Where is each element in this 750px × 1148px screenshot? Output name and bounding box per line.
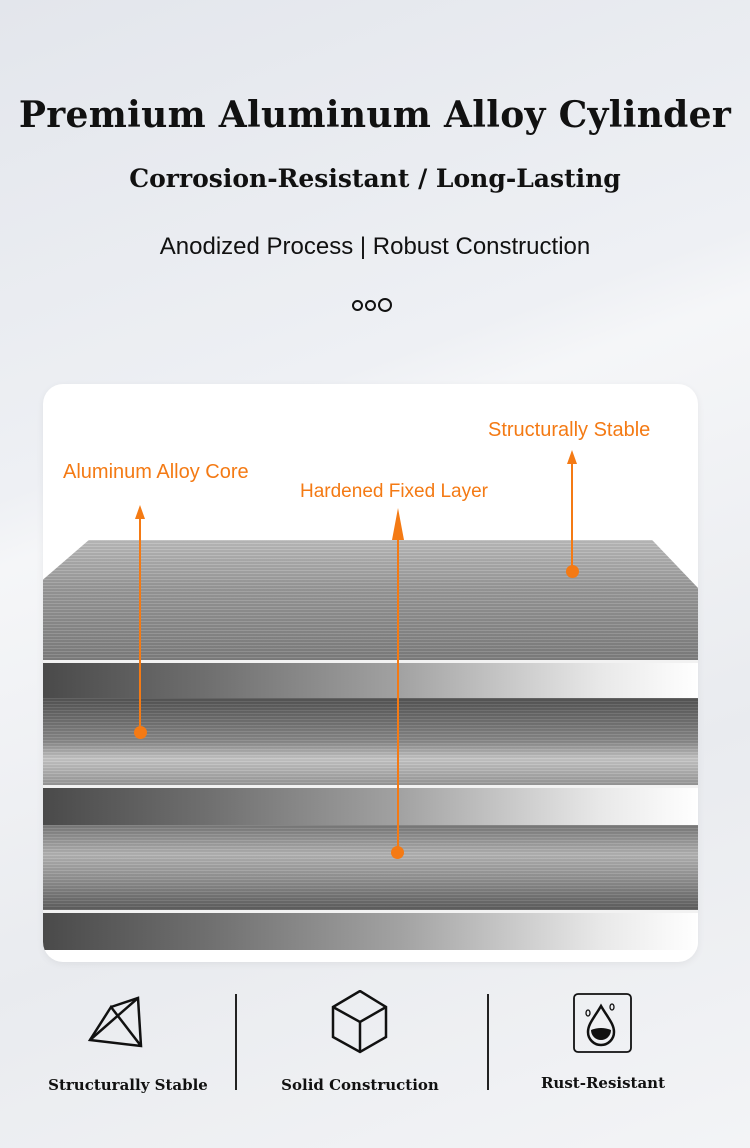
annotation-line — [571, 462, 573, 572]
feature-label: Rust-Resistant — [540, 1074, 666, 1092]
bottom-layer-edge — [43, 910, 698, 950]
annotation-point — [566, 565, 579, 578]
divider — [235, 994, 237, 1090]
tagline: Anodized Process | Robust Construction — [159, 233, 591, 260]
dot-active-icon — [378, 298, 392, 312]
page-title: Premium Aluminum Alloy Cylinder — [18, 94, 732, 136]
bottom-layer-surface — [43, 825, 698, 910]
cube-icon — [331, 989, 388, 1054]
tetrahedron-icon — [87, 996, 143, 1048]
annotation-point — [134, 726, 147, 739]
arrow-up-icon — [392, 508, 404, 540]
dot-icon — [352, 299, 363, 311]
top-layer-edge — [43, 660, 698, 698]
annotation-point — [391, 846, 404, 859]
feature-structurally-stable: Structurally Stable — [8, 990, 248, 1094]
water-drop-icon — [573, 993, 632, 1053]
annotation-label: Structurally Stable — [488, 419, 651, 441]
annotation-label: Aluminum Alloy Core — [63, 461, 249, 483]
page-subtitle: Corrosion-Resistant / Long-Lasting — [129, 164, 621, 193]
annotation-label: Hardened Fixed Layer — [300, 481, 488, 502]
arrow-up-icon — [567, 450, 577, 464]
annotation-line — [397, 535, 399, 853]
middle-layer-surface — [43, 698, 698, 785]
divider — [487, 994, 489, 1090]
dot-icon — [365, 299, 376, 311]
feature-rust-resistant: Rust-Resistant — [483, 990, 723, 1092]
feature-label: Structurally Stable — [48, 1076, 208, 1094]
product-layer-card — [43, 384, 698, 962]
middle-layer-edge — [43, 785, 698, 825]
annotation-line — [139, 517, 141, 732]
top-layer-surface — [43, 540, 698, 660]
feature-label: Solid Construction — [281, 1076, 439, 1094]
arrow-up-icon — [135, 505, 145, 519]
feature-solid-construction: Solid Construction — [240, 989, 480, 1094]
carousel-dots — [352, 298, 392, 312]
